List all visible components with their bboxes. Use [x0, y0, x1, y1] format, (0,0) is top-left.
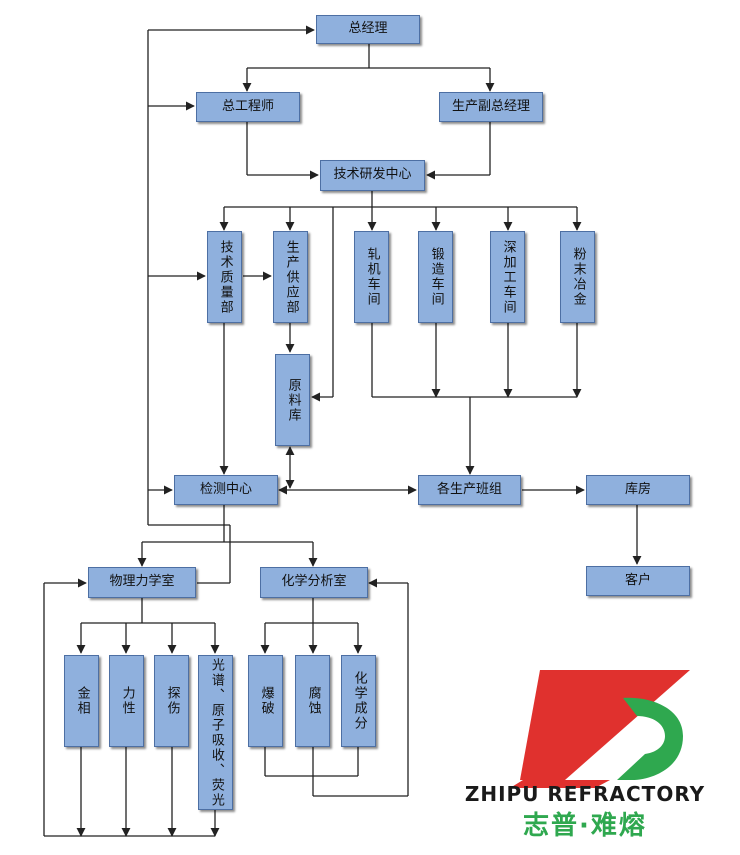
node-metallography: 金相	[64, 655, 99, 747]
node-chief-engineer: 总工程师	[196, 92, 300, 122]
node-supply-dept: 生产供应部	[273, 231, 308, 323]
node-rd-center: 技术研发中心	[320, 160, 425, 191]
node-spectrum: 光谱、原子吸收、荧光	[198, 655, 233, 810]
node-blasting: 爆破	[248, 655, 283, 747]
zhipu-logo-icon	[510, 670, 690, 788]
node-quality-dept: 技术质量部	[207, 231, 242, 323]
node-corrosion: 腐蚀	[295, 655, 330, 747]
logo-p-mark	[617, 697, 683, 780]
node-general-manager: 总经理	[316, 15, 420, 44]
node-warehouse: 库房	[586, 475, 690, 505]
logo-z-tail	[510, 780, 610, 788]
node-chemical-composition: 化学成分	[341, 655, 376, 747]
node-deep-processing: 深加工车间	[490, 231, 525, 323]
node-production-teams: 各生产班组	[418, 475, 521, 505]
logo-brand-cn: 志普·难熔	[523, 811, 647, 841]
node-chemistry-lab: 化学分析室	[260, 567, 368, 598]
node-forging-workshop: 锻造车间	[418, 231, 453, 323]
node-testing-center: 检测中心	[174, 475, 278, 505]
node-customer: 客户	[586, 566, 690, 596]
logo-brand-en: ZHIPU REFRACTORY	[464, 782, 706, 806]
node-flaw-detection: 探伤	[154, 655, 189, 747]
node-raw-material: 原料库	[275, 354, 310, 446]
node-mechanics: 力性	[109, 655, 144, 747]
node-production-vp: 生产副总经理	[439, 92, 543, 122]
logo-z-mark	[520, 670, 690, 780]
node-physics-lab: 物理力学室	[88, 567, 196, 598]
node-powder-metallurgy: 粉末冶金	[560, 231, 595, 323]
node-rolling-workshop: 轧机车间	[354, 231, 389, 323]
